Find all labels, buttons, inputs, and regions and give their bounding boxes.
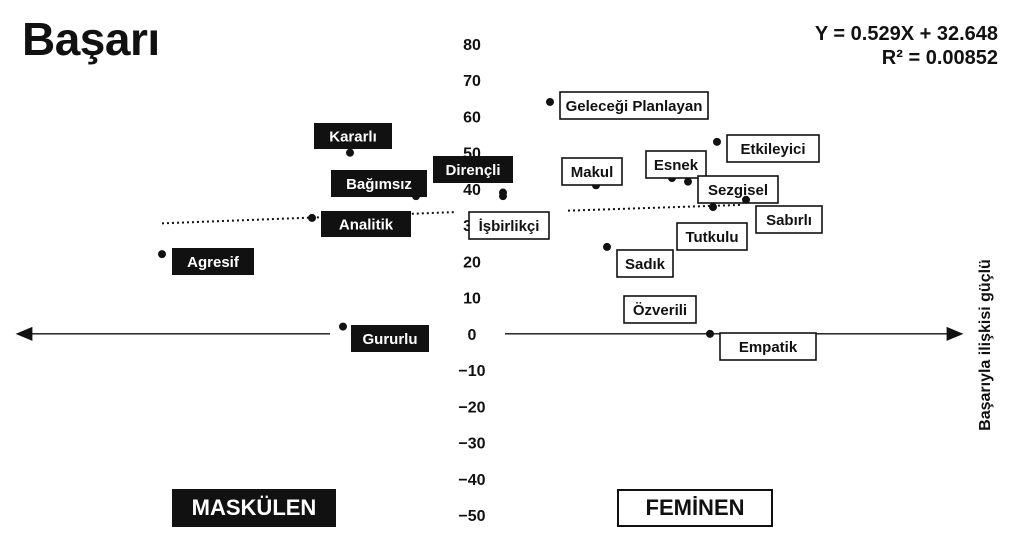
y-tick-label: 0 <box>468 327 477 344</box>
y-tick-label: 60 <box>463 109 481 126</box>
point-label: Tutkulu <box>685 229 738 246</box>
data-point <box>603 242 611 251</box>
point-label: Özverili <box>633 302 687 319</box>
data-point <box>713 137 721 146</box>
regression-equation: Y = 0.529X + 32.648 R² = 0.00852 <box>815 22 998 70</box>
point-label: Esnek <box>654 157 699 174</box>
data-point <box>706 329 714 338</box>
y-tick-label: 20 <box>463 254 481 271</box>
y-tick-label: −20 <box>458 399 485 416</box>
point-label-box <box>559 91 709 120</box>
point-label-box <box>726 134 820 163</box>
data-point <box>339 322 347 331</box>
data-point <box>499 192 507 201</box>
point-label-box <box>351 325 429 352</box>
point-label-box <box>321 211 411 237</box>
point-label-box <box>645 150 707 179</box>
point-label-box <box>331 170 427 197</box>
point-label: Makul <box>571 164 614 181</box>
point-label: İşbirlikçi <box>479 218 540 235</box>
y-tick-label: −40 <box>458 472 485 489</box>
legend-feminine: FEMİNEN <box>617 489 773 527</box>
point-label-box <box>755 205 823 234</box>
point-label: Gururlu <box>363 331 418 348</box>
point-label-box <box>468 211 550 240</box>
point-label-box <box>719 332 817 361</box>
chart-title: Başarı <box>22 13 160 65</box>
point-label: Geleceği Planlayan <box>566 98 703 115</box>
data-point <box>346 148 354 157</box>
data-point <box>158 250 166 259</box>
data-point <box>709 203 717 212</box>
point-label-box <box>561 157 623 186</box>
data-point <box>742 195 750 204</box>
point-label: Analitik <box>339 217 394 234</box>
point-label: Sabırlı <box>766 212 812 229</box>
y-tick-label: 80 <box>463 37 481 54</box>
point-label: Dirençli <box>445 162 500 179</box>
point-label: Sadık <box>625 256 666 273</box>
legend-masculine: MASKÜLEN <box>172 489 336 527</box>
point-label-box <box>172 248 254 275</box>
point-label: Bağımsız <box>346 176 412 193</box>
data-point <box>308 213 316 222</box>
y-tick-label: 10 <box>463 291 481 308</box>
r-squared: R² = 0.00852 <box>881 47 998 69</box>
point-label: Sezgisel <box>708 182 768 199</box>
data-point <box>546 97 554 106</box>
point-label-box <box>616 249 674 278</box>
point-label-box <box>623 295 697 324</box>
data-point <box>684 177 692 186</box>
y-tick-label: −30 <box>458 436 485 453</box>
y-tick-label: 70 <box>463 73 481 90</box>
point-label-box <box>697 175 779 204</box>
point-label-box <box>314 123 392 149</box>
equation-line: Y = 0.529X + 32.648 <box>814 23 998 45</box>
point-label: Agresif <box>187 254 240 271</box>
point-label: Kararlı <box>329 129 377 146</box>
point-label: Etkileyici <box>740 141 805 158</box>
y-tick-label: 40 <box>463 182 481 199</box>
point-label: Empatik <box>739 339 798 356</box>
point-label-box <box>676 222 748 251</box>
y-tick-label: −10 <box>458 363 485 380</box>
y-tick-label: −50 <box>458 508 485 525</box>
point-label-box <box>433 156 513 183</box>
